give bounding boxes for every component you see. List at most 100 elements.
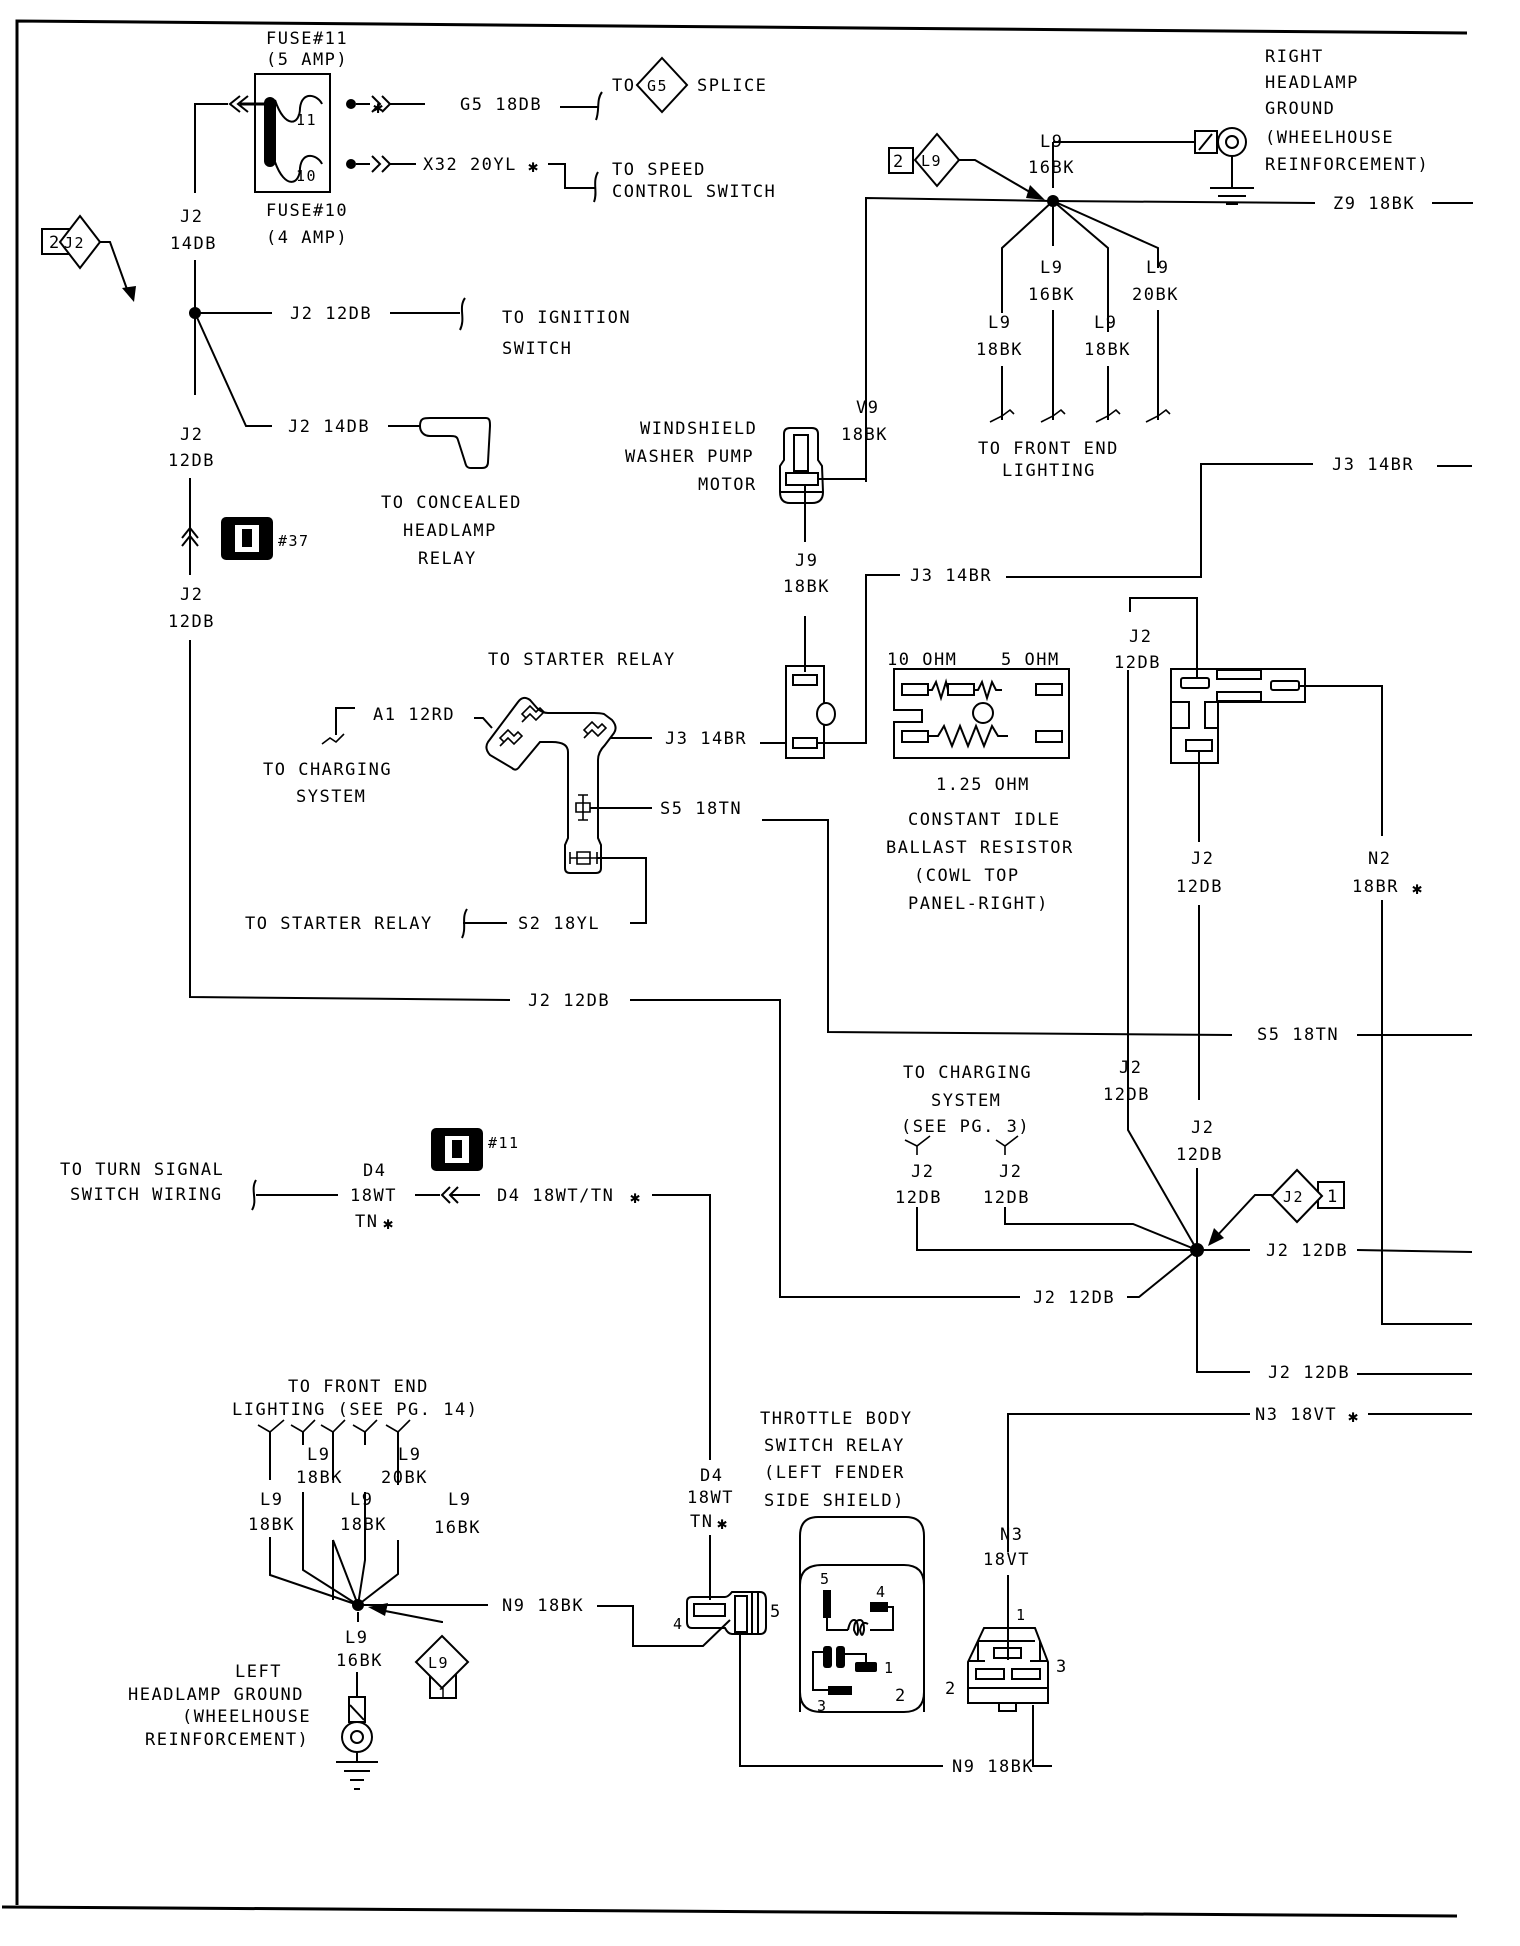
ref-diamond-icon <box>414 1634 470 1690</box>
washer-line1: WINDSHIELD <box>640 419 757 439</box>
ballast-r1-label: 10 OHM <box>887 650 957 670</box>
wire-j2-right-tail <box>1356 1249 1473 1253</box>
wire-l9-branch <box>1052 200 1109 332</box>
l9-bottom-page-reference: L9 1 <box>414 1634 470 1703</box>
throttle-relay-icon <box>799 1516 925 1713</box>
connector-37-icon <box>221 517 273 560</box>
ref-diamond-icon <box>913 132 961 188</box>
wire-l9-branches-lower <box>1001 310 1159 420</box>
j2-charging-a-line1: J2 <box>911 1162 934 1182</box>
l9-b4-line2: 20BK <box>381 1468 428 1488</box>
ballast-name-line2: BALLAST RESISTOR <box>886 838 1074 858</box>
ref-arrow-line <box>379 1609 443 1623</box>
j3-starter-label: J3 14BR <box>665 729 747 749</box>
left-ground-icon <box>336 1696 378 1790</box>
wire-n2-top <box>1299 685 1383 836</box>
fuse11-number: 11 <box>296 111 317 129</box>
l9-b3-line1: L9 <box>350 1490 373 1510</box>
n3-pin-2: 2 <box>945 1679 957 1699</box>
wire-n9-to-n3-connector <box>1032 1705 1052 1767</box>
j2-left-a-line1: J2 <box>180 425 203 445</box>
relay-pin-2: 2 <box>895 1686 907 1706</box>
wire-break-icon <box>257 1419 411 1434</box>
wire-l9-branch <box>1052 200 1159 268</box>
arrow-head-icon <box>368 1603 388 1616</box>
wire-j3-mid <box>817 574 900 744</box>
speed-control-line2: CONTROL SWITCH <box>612 182 776 202</box>
starter-relay-top-label: TO STARTER RELAY <box>488 650 676 670</box>
j9-line2: 18BK <box>783 577 830 597</box>
wire-break-icon <box>459 297 466 331</box>
l9-top-line2: 16BK <box>1028 158 1075 178</box>
wire-a1-tail <box>474 717 493 729</box>
left-ground-line2: HEADLAMP GROUND <box>128 1685 304 1705</box>
ballast-r3-label: 1.25 OHM <box>936 775 1030 795</box>
j2-bottom-out-label: J2 12DB <box>1268 1363 1350 1383</box>
connector-11-icon <box>431 1128 483 1171</box>
j2-relay-bottom-line1: J2 <box>1191 849 1214 869</box>
l9-b4-line1: L9 <box>398 1445 421 1465</box>
wire-n9-left-tail <box>597 1605 731 1647</box>
front-end-top-line1: TO FRONT END <box>978 439 1119 459</box>
wire-j2-to-fuse <box>194 103 228 193</box>
n9-bottom-label: N9 18BK <box>952 1757 1034 1777</box>
l9-branch-2-line1: L9 <box>1040 258 1063 278</box>
fuse11-title: FUSE#11 <box>266 29 348 49</box>
arrow-head-icon <box>1208 1228 1224 1246</box>
right-ground-line3: GROUND <box>1265 99 1335 119</box>
j2-left-b-line2: 12DB <box>168 612 215 632</box>
j9-line1: J9 <box>795 551 818 571</box>
j2-right-out-label: J2 12DB <box>1266 1241 1348 1261</box>
wire-x32-tail <box>548 163 595 189</box>
relay-pin-5: 5 <box>820 1570 831 1588</box>
left-ground-line4: REINFORCEMENT) <box>145 1730 309 1750</box>
a1-wire-label: A1 12RD <box>373 705 455 725</box>
ref-diamond-icon <box>1270 1168 1324 1224</box>
n2-line2: 18BR <box>1352 877 1399 897</box>
n3-vertical-line2: 18VT <box>983 1550 1030 1570</box>
throttle-line4: SIDE SHIELD) <box>764 1491 905 1511</box>
ref-code: L9 <box>921 152 942 170</box>
wire-j2-concealed <box>194 312 272 427</box>
l9-branch-4-line1: L9 <box>1146 258 1169 278</box>
n3-pin-3: 3 <box>1056 1657 1068 1677</box>
ref-arrow-line <box>1214 1194 1272 1239</box>
l9-b2-line1: L9 <box>307 1445 330 1465</box>
wire-n3 <box>1007 1413 1250 1552</box>
washer-line2: WASHER PUMP <box>625 447 754 467</box>
charging-right-line3: (SEE PG. 3) <box>901 1117 1030 1137</box>
l9-b1-line1: L9 <box>260 1490 283 1510</box>
page-ref-number: 1 <box>1327 1187 1339 1207</box>
n3-asterisk: ✱ <box>1348 1407 1360 1427</box>
g5-wire-label: G5 18DB <box>460 95 542 115</box>
j2-lower-left-label: J2 12DB <box>1033 1288 1115 1308</box>
splice-label: SPLICE <box>697 76 767 96</box>
z9-wire-label: Z9 18BK <box>1333 194 1415 214</box>
fuse10-element <box>274 154 323 183</box>
throttle-line1: THROTTLE BODY <box>760 1409 913 1429</box>
l9-b5-line2: 16BK <box>434 1518 481 1538</box>
wire-break-icon <box>321 733 345 745</box>
ignition-line1: TO IGNITION <box>502 308 631 328</box>
j2-charging-a-line2: 12DB <box>895 1188 942 1208</box>
l9-bottom-line1: L9 <box>345 1628 368 1648</box>
j2-14db-top-line1: J2 <box>180 207 203 227</box>
fuse10-title: FUSE#10 <box>266 201 348 221</box>
left-ground-line1: LEFT <box>235 1662 282 1682</box>
s5-right-label: S5 18TN <box>1257 1025 1339 1045</box>
fuse-box <box>254 73 331 193</box>
ref-code: J2 <box>1283 1188 1304 1206</box>
wire-j2-lower-diag <box>1127 1249 1198 1298</box>
washer-line3: MOTOR <box>698 475 757 495</box>
page-ref-number: 2 <box>893 152 905 172</box>
charging-right-line2: SYSTEM <box>931 1091 1001 1111</box>
wire-j2-long-right <box>630 999 1020 1298</box>
ballast-name-line1: CONSTANT IDLE <box>908 810 1061 830</box>
j2-long-label: J2 12DB <box>528 991 610 1011</box>
relay-pin-1: 1 <box>884 1659 895 1677</box>
wire-j2-long <box>189 640 511 1001</box>
j3-connector-icon <box>785 665 836 759</box>
connector-chevron-icon <box>181 526 199 547</box>
charging-left-line1: TO CHARGING <box>263 760 392 780</box>
